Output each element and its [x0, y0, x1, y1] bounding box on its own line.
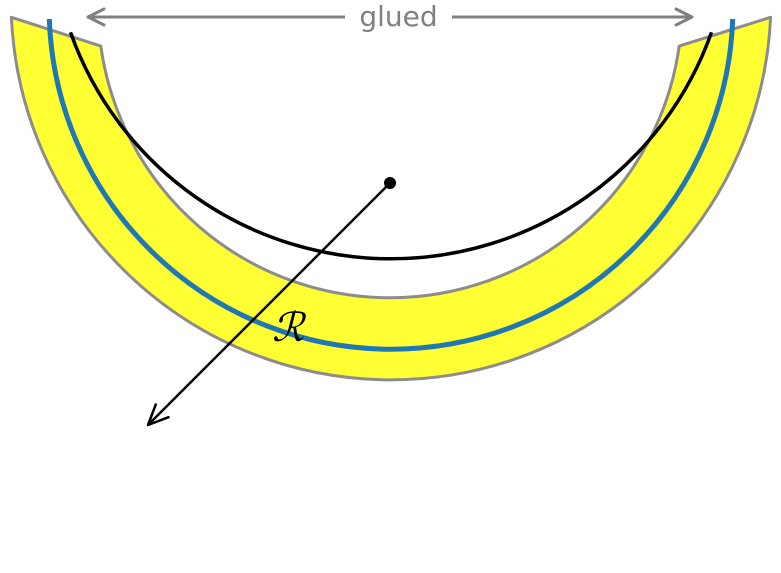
yellow-strip-band — [9, 15, 773, 382]
glued-label: glued — [359, 0, 437, 33]
radius-label: ℛ — [272, 305, 307, 351]
blue-curve — [46, 18, 736, 352]
radius-arrow — [146, 182, 391, 427]
black-curve — [68, 31, 714, 261]
